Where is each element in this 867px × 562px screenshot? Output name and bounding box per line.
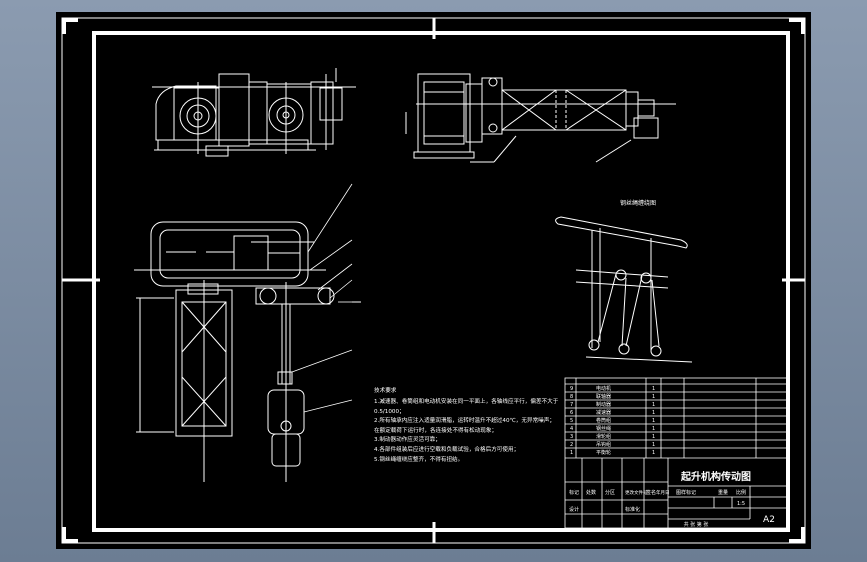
corner-marks [62, 18, 805, 543]
part-quantity: 1 [652, 418, 655, 424]
part-name: 平衡轮 [596, 449, 611, 456]
drawing-sheet: 9 电动机 1 8 联轴器 1 7 制动器 1 6 减速器 1 5 卷筒组 1 4 钢丝绳 1 3 滑轮组 1 2 吊钩组 1… [56, 12, 811, 549]
part-number: 5 [570, 418, 573, 424]
part-number: 4 [570, 426, 573, 432]
revision-header-doc: 更改文件号 [625, 489, 648, 496]
part-name: 卷筒组 [596, 417, 611, 424]
part-number: 7 [570, 402, 573, 408]
part-name: 联轴器 [596, 393, 611, 400]
title-block [564, 377, 789, 529]
tech-note-line: 2.所有轴承内应注入适量润滑脂，运转时温升不超过40℃，无异常噪声； [374, 418, 555, 425]
part-quantity: 1 [652, 426, 655, 432]
part-number: 9 [570, 386, 573, 392]
part-number: 1 [570, 450, 573, 456]
tech-notes: 1.减速器、卷筒组和电动机安装在同一平面上，各轴线应平行，偏差不大于 0.5/1… [374, 398, 558, 465]
tech-note-line: 4.各部件组装后应进行空载和负载试验，合格后方可使用； [374, 446, 520, 453]
hoist-arrangement-view [134, 221, 361, 482]
top-left-reducer-view [152, 68, 356, 157]
part-name: 钢丝绳 [596, 425, 611, 432]
part-name: 吊钩组 [596, 441, 611, 448]
part-number: 6 [570, 410, 573, 416]
reeving-diagram-title: 钢丝绳缠绕图 [620, 199, 656, 207]
top-right-drum-view [405, 73, 676, 163]
part-name: 减速器 [596, 409, 611, 416]
scale-header: 比例 [736, 489, 746, 496]
revision-header-date: 年月日 [656, 489, 670, 496]
cad-drawing: 9 电动机 1 8 联轴器 1 7 制动器 1 6 减速器 1 5 卷筒组 1 4 钢丝绳 1 3 滑轮组 1 2 吊钩组 1… [61, 17, 806, 544]
sheet-size-label: A2 [763, 515, 775, 525]
centering-marks [62, 18, 805, 543]
part-quantity: 1 [652, 386, 655, 392]
leader-lines [291, 183, 353, 413]
part-name: 制动器 [596, 401, 611, 408]
sheet-count-label: 共 张 第 张 [684, 521, 709, 528]
standardization-label: 标准化 [625, 506, 640, 513]
drawing-title: 起升机构传动图 [680, 470, 751, 483]
part-quantity: 1 [652, 402, 655, 408]
tech-note-line: 1.减速器、卷筒组和电动机安装在同一平面上，各轴线应平行，偏差不大于 [374, 399, 559, 405]
revision-header-sign: 签名 [646, 489, 656, 496]
part-quantity: 1 [652, 442, 655, 448]
revision-header-count: 处数 [586, 489, 596, 496]
scale-value: 1:5 [737, 501, 745, 507]
tech-note-line: 3.制动器动作应灵活可靠； [374, 437, 441, 444]
part-number: 8 [570, 394, 573, 400]
mass-header: 重量 [718, 489, 728, 496]
revision-header-mark: 标记 [569, 489, 579, 496]
weight-header: 图样标记 [676, 489, 696, 496]
part-quantity: 1 [652, 434, 655, 440]
part-quantity: 1 [652, 410, 655, 416]
part-quantity: 1 [652, 394, 655, 400]
part-quantity: 1 [652, 450, 655, 456]
part-name: 滑轮组 [596, 433, 611, 440]
part-name: 电动机 [596, 385, 611, 392]
designer-label: 设计 [569, 506, 579, 513]
tech-note-line: 0.5/1000； [374, 408, 405, 415]
tech-notes-title: 技术要求 [374, 388, 397, 394]
tech-note-line: 在额定载荷下运行时，各连接处不得有松动现象； [374, 427, 498, 434]
rope-reeving-diagram [555, 216, 693, 363]
parts-list: 9 电动机 1 8 联轴器 1 7 制动器 1 6 减速器 1 5 卷筒组 1 4 钢丝绳 1 3 滑轮组 1 2 吊钩组 1… [570, 385, 655, 456]
revision-header-zone: 分区 [605, 489, 615, 496]
tech-note-line: 5.钢丝绳缠绕应整齐，不得有扭结。 [374, 456, 464, 463]
part-number: 3 [570, 434, 573, 440]
part-number: 2 [570, 442, 573, 448]
